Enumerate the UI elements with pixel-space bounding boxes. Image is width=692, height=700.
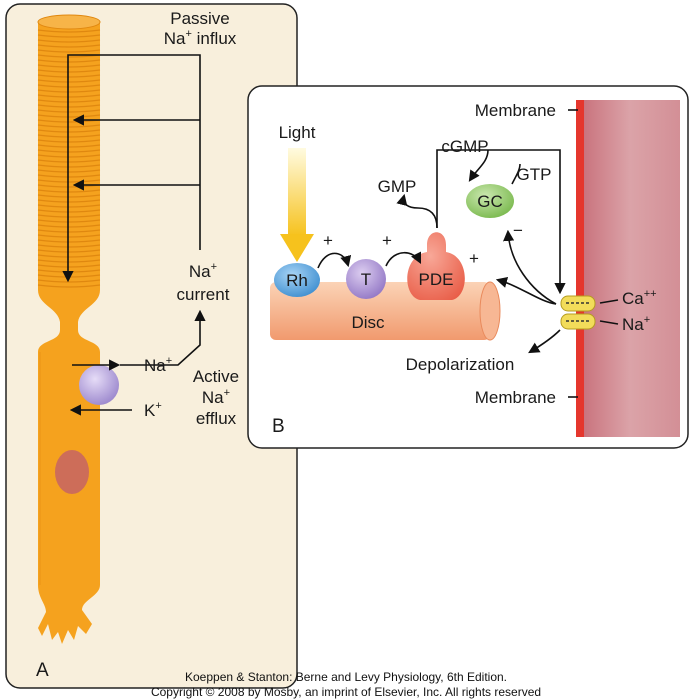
outer-segment-stripe [37, 174, 101, 178]
guanylyl-cyclase [466, 184, 514, 218]
disc-label: Disc [351, 313, 385, 332]
light-label: Light [279, 123, 316, 142]
outer-segment-stripe [37, 144, 101, 148]
passive-influx-label-line1: Passive [170, 9, 230, 28]
outer-segment-stripe [37, 39, 101, 43]
credit-line-2: Copyright © 2008 by Mosby, an imprint of… [150, 685, 542, 699]
outer-segment-stripe [37, 169, 101, 173]
outer-segment-stripe [37, 94, 101, 98]
phosphodiesterase [407, 232, 465, 300]
outer-segment-stripe [37, 199, 101, 203]
pde-label: PDE [419, 270, 454, 289]
na-label: Na+ [622, 314, 650, 334]
active-efflux-label-line3: efflux [196, 409, 237, 428]
cgmp-channel [560, 295, 596, 330]
credit-line-1: Koeppen & Stanton: Berne and Levy Physio… [185, 670, 507, 684]
outer-segment-stripe [37, 99, 101, 103]
transducin [346, 259, 386, 299]
outer-segment-stripe [37, 114, 101, 118]
outer-segment-stripe [37, 89, 101, 93]
minus-sign: − [513, 221, 523, 240]
cascade-arrows [317, 109, 619, 398]
ca-label: Ca++ [622, 288, 657, 308]
na-current-label-line2: current [177, 285, 230, 304]
gmp-label: GMP [378, 177, 417, 196]
t-label: T [361, 270, 371, 289]
membrane-bottom-label: Membrane [475, 388, 556, 407]
gtp-label: GTP [517, 165, 552, 184]
outer-segment-stripe [37, 219, 101, 223]
outer-segment-stripe [37, 234, 101, 238]
outer-segment-stripe [37, 229, 101, 233]
plus-sign-1: + [323, 231, 333, 250]
active-efflux-label-line1: Active [193, 367, 239, 386]
outer-segment-stripe [37, 154, 101, 158]
na-current-loop [62, 54, 206, 366]
nucleus [55, 450, 89, 494]
outer-segment-stripe [37, 124, 101, 128]
outer-segment-stripe [37, 259, 101, 263]
outer-segment-stripe [37, 214, 101, 218]
depolarization-label: Depolarization [406, 355, 515, 374]
plasma-membrane [580, 100, 680, 437]
outer-segment-stripe [37, 49, 101, 53]
outer-segment-stripe [37, 249, 101, 253]
outer-segment-stripe [37, 64, 101, 68]
na-in-label: Na+ [144, 355, 172, 375]
cgmp-label: cGMP [441, 137, 488, 156]
outer-segment-stripe [37, 209, 101, 213]
plus-sign-3: + [469, 249, 479, 268]
outer-segment-stripe [37, 104, 101, 108]
outer-segment-stripe [37, 29, 101, 33]
k-label: K+ [144, 400, 162, 420]
outer-segment-stripe [37, 179, 101, 183]
outer-segment-stripe [37, 149, 101, 153]
membrane-top-label: Membrane [475, 101, 556, 120]
outer-segment-stripe [37, 34, 101, 38]
plus-sign-2: + [382, 231, 392, 250]
outer-segment-stripe [37, 84, 101, 88]
na-k-pump [79, 365, 119, 405]
panel-b-letter: B [272, 416, 285, 437]
outer-segment-stripe [37, 109, 101, 113]
outer-segment-stripe [37, 164, 101, 168]
outer-segment-stripe [37, 44, 101, 48]
outer-segment-stripe [37, 59, 101, 63]
panel-a-letter: A [36, 660, 49, 681]
membrane-edge [576, 100, 584, 437]
outer-segment-stripe [37, 239, 101, 243]
outer-segment-stripe [37, 129, 101, 133]
outer-segment-stripe [37, 264, 101, 268]
outer-segment-stripe [37, 204, 101, 208]
light-arrow [280, 148, 314, 262]
outer-segment-stripe [37, 224, 101, 228]
ion-arrows [69, 359, 132, 416]
outer-segment-stripe [37, 244, 101, 248]
outer-segment-stripe [37, 254, 101, 258]
na-current-label-line1: Na+ [189, 261, 217, 281]
active-efflux-label-line2: Na+ [202, 387, 230, 407]
outer-segment-stripe [37, 139, 101, 143]
rhodopsin [274, 263, 320, 297]
outer-segment-stripe [37, 134, 101, 138]
outer-segment-stripe [37, 284, 101, 288]
rod-outer-segment [37, 14, 101, 290]
outer-segment-stripe [37, 189, 101, 193]
outer-segment-stripe [37, 79, 101, 83]
rh-label: Rh [286, 271, 308, 290]
outer-segment-stripe [37, 69, 101, 73]
gc-label: GC [477, 192, 503, 211]
outer-segment-stripe [37, 74, 101, 78]
outer-segment-stripe [37, 159, 101, 163]
passive-influx-label-line2: Na+ influx [164, 28, 237, 48]
outer-segment-stripe [37, 194, 101, 198]
